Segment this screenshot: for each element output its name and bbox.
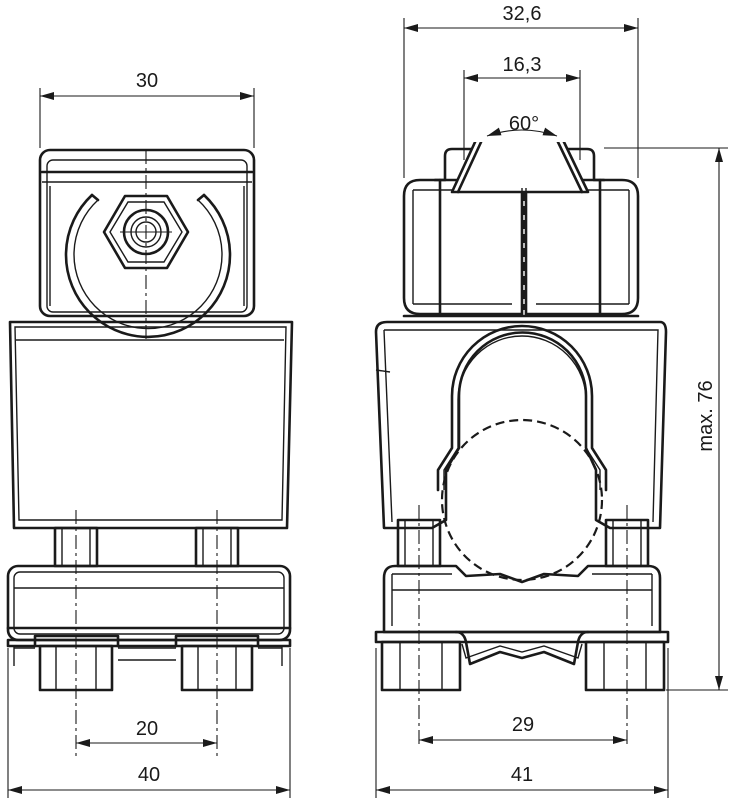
dim-label-top-left-width: 30 — [136, 70, 158, 92]
left-view: 30 20 40 — [6, 70, 294, 798]
dim-label-bottom-left-width: 40 — [138, 764, 160, 786]
right-view: 32,6 16,3 60° max. 76 29 — [374, 3, 728, 798]
right-main-body — [374, 320, 668, 582]
dim-angle: 60° — [486, 113, 558, 137]
left-bottom-plate — [6, 564, 292, 692]
dim-left-width: 40 — [7, 648, 291, 798]
right-top-clamp — [402, 134, 640, 318]
dim-label-top-right-width: 32,6 — [503, 3, 542, 25]
right-bottom-plate — [374, 564, 670, 692]
dim-label-bottom-left-spacing: 20 — [136, 718, 158, 740]
dim-left-top: 30 — [39, 70, 255, 148]
dim-right-width: 41 — [375, 648, 669, 798]
dim-label-inner-width: 16,3 — [503, 54, 542, 76]
dim-left-spacing: 20 — [76, 718, 217, 747]
dim-label-bottom-right-spacing: 29 — [512, 714, 534, 736]
left-bolts — [53, 526, 240, 568]
dim-right-spacing: 29 — [419, 714, 627, 744]
dim-right-top: 32,6 — [403, 3, 639, 178]
dim-label-angle: 60° — [509, 113, 539, 135]
dim-height: max. 76 — [604, 147, 728, 691]
left-main-body — [8, 320, 294, 530]
left-top-clamp — [38, 148, 256, 340]
dim-label-height: max. 76 — [695, 380, 717, 451]
dim-inner: 16,3 — [463, 54, 581, 160]
dim-label-bottom-right-width: 41 — [511, 764, 533, 786]
